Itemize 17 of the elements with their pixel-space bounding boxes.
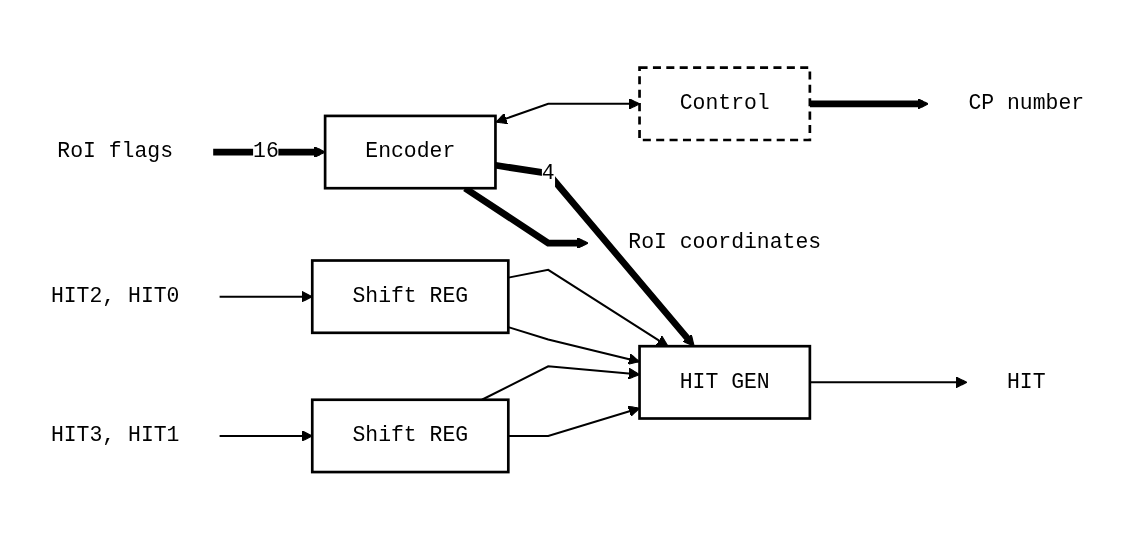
edge-label: 4: [541, 161, 555, 186]
node-text: HIT2, HIT0: [50, 284, 180, 309]
arrow: [219, 429, 313, 442]
node-text: RoI coordinates: [628, 230, 822, 255]
arrow: [219, 290, 313, 303]
edge-label: 16: [253, 139, 279, 164]
node-text: HIT: [1006, 369, 1046, 395]
node-text: CP number: [968, 91, 1085, 116]
node-box: Encoder: [323, 114, 497, 190]
arrow: [809, 97, 929, 110]
node-box: HIT GEN: [638, 344, 812, 420]
node-text: RoI flags: [57, 139, 174, 164]
node-box: Shift REG: [310, 258, 510, 334]
node-box: Control: [638, 65, 812, 141]
node-text: HIT3, HIT1: [50, 423, 180, 448]
arrow: [809, 376, 968, 388]
node-box: Shift REG: [310, 398, 510, 473]
